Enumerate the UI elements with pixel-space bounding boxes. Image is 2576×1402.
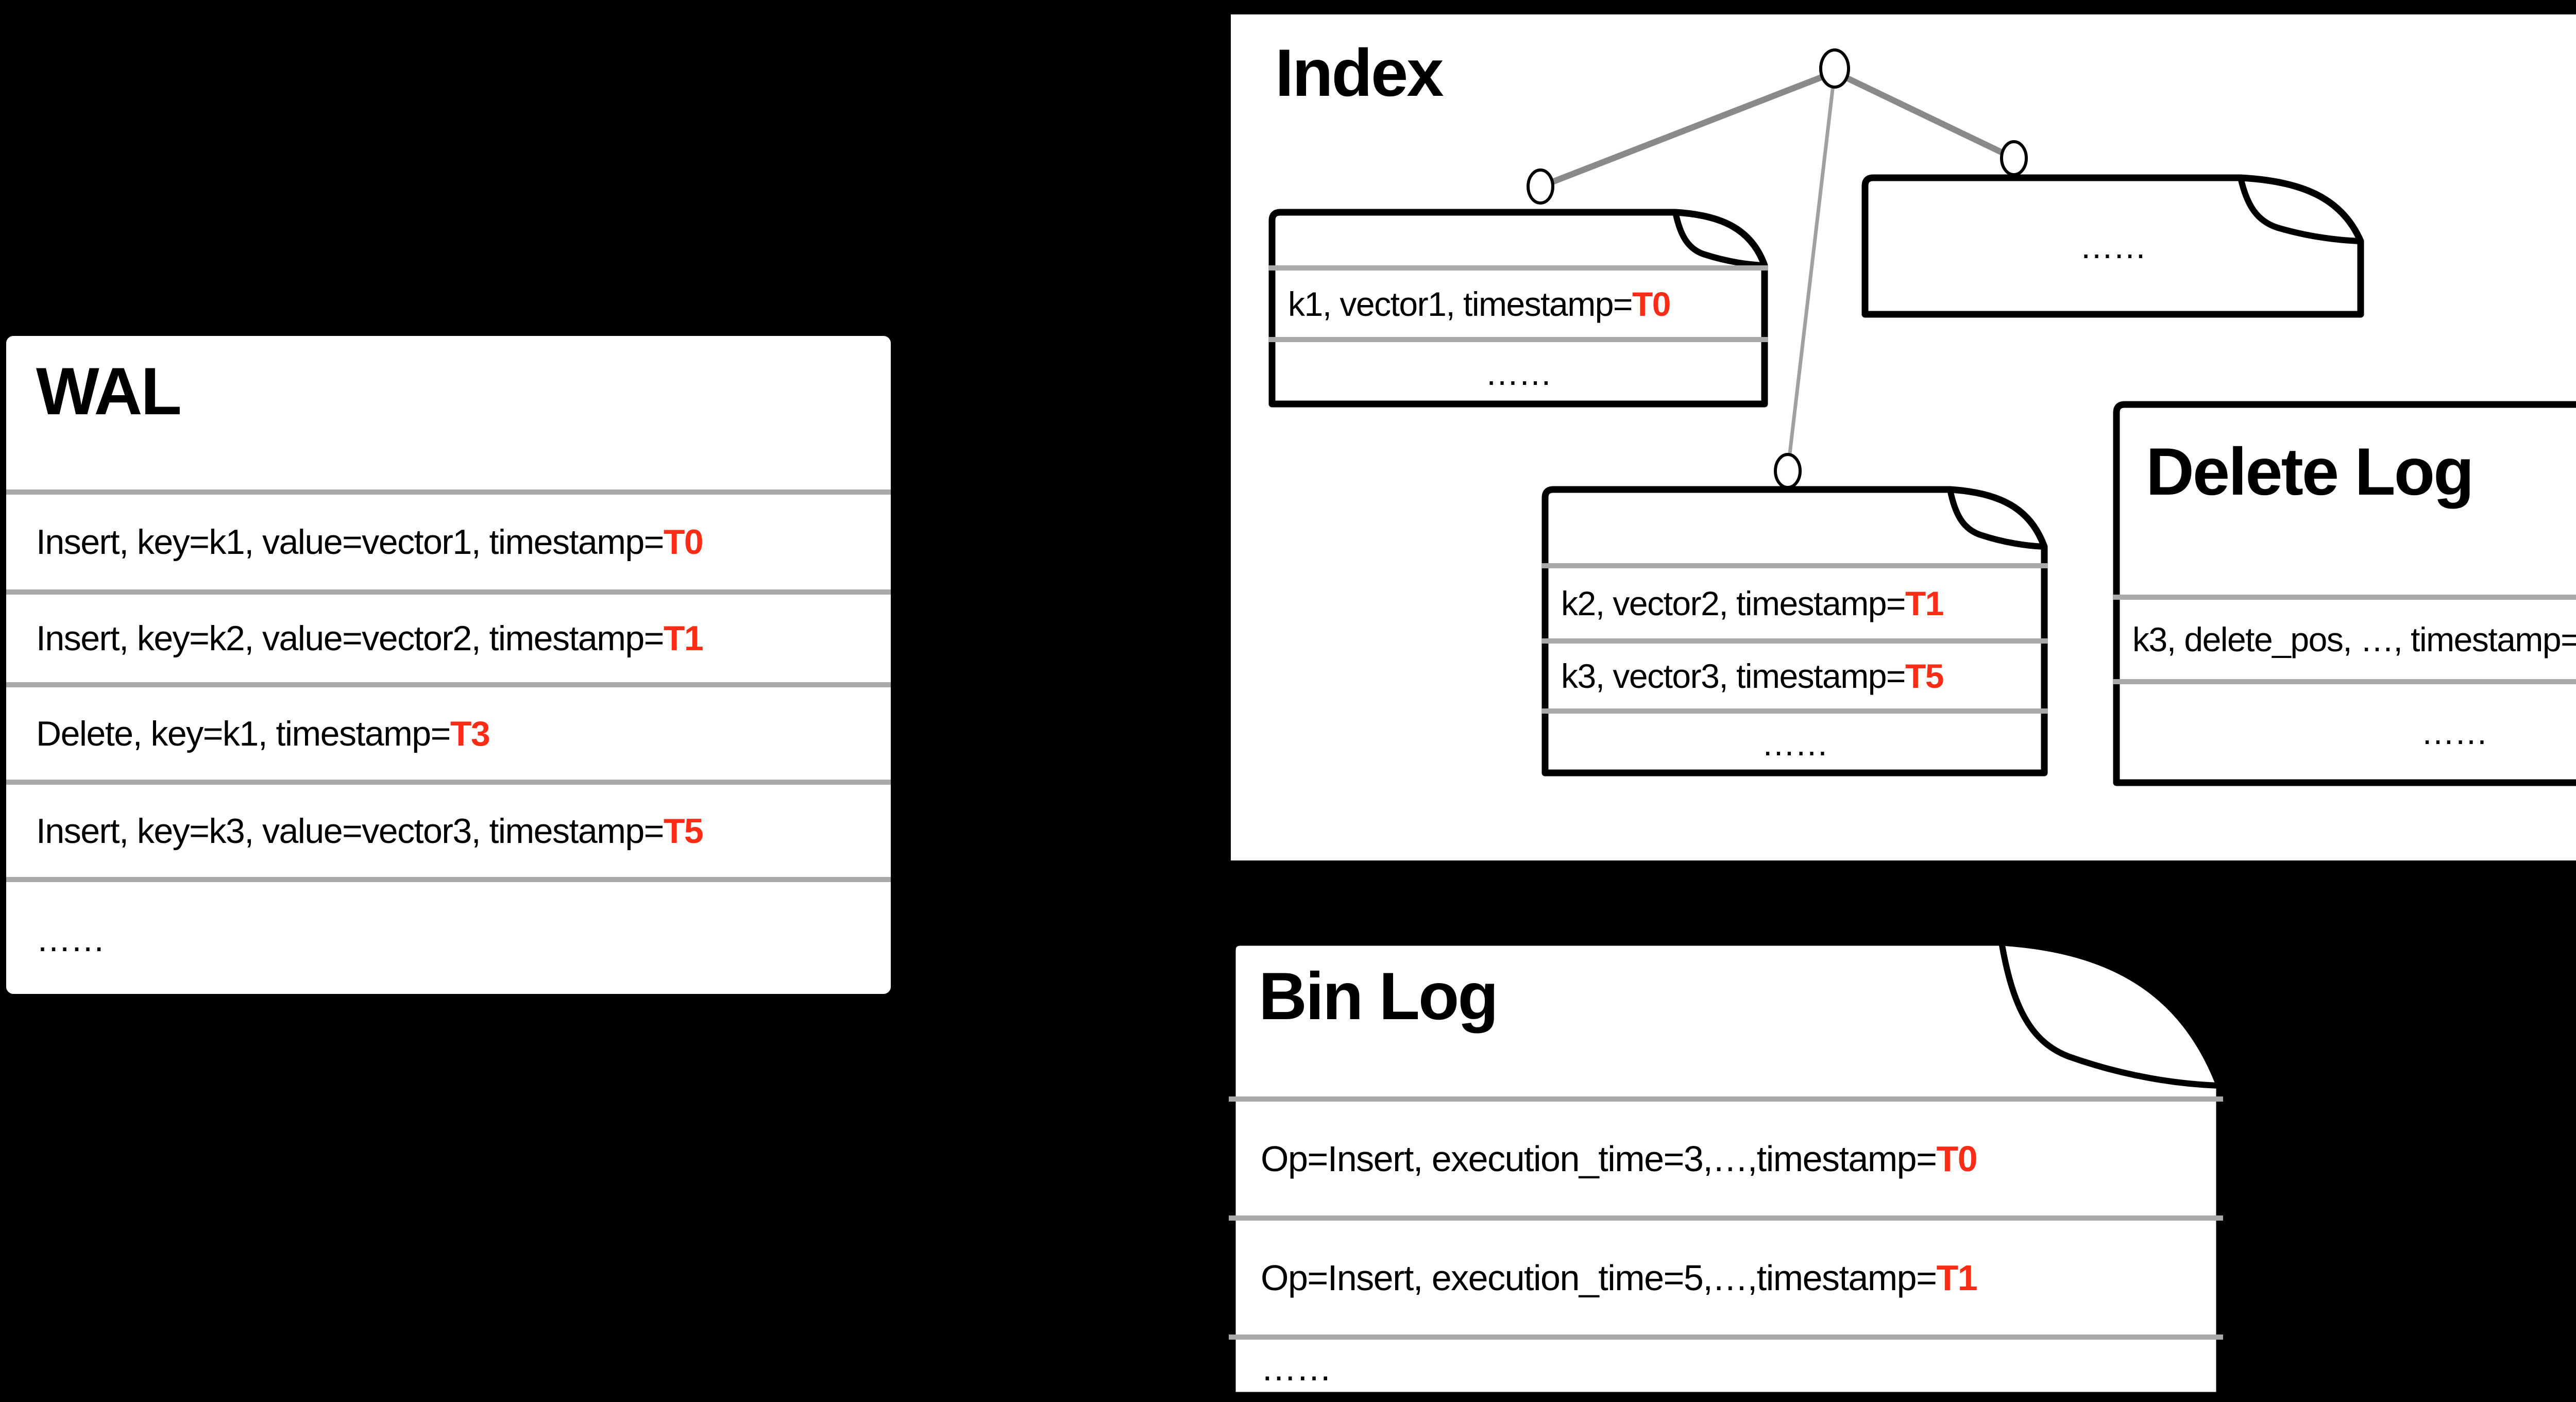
segment-row: k2, vector2, timestamp=T1 — [1541, 563, 2048, 638]
segment-ellipsis-row: …… — [1268, 337, 1768, 404]
page-outline — [1268, 209, 1768, 408]
tree-node-middle — [1774, 453, 1802, 489]
bin-log-row: Op=Insert, execution_time=5,…,timestamp=… — [1229, 1215, 2223, 1335]
page-fold-corner — [2238, 175, 2364, 244]
page-outline — [2113, 401, 2576, 786]
wal-log-row: Delete, key=k1, timestamp=T3 — [6, 682, 891, 780]
tree-edge-root-right — [1833, 69, 2015, 161]
segment-row-text: k2, vector2, timestamp= — [1561, 584, 1906, 622]
page-fold-corner — [1672, 209, 1768, 268]
index-segment-doc-3: k2, vector2, timestamp=T1 k3, vector3, t… — [1541, 486, 2048, 776]
segment-row-text: k3, vector3, timestamp= — [1561, 657, 1906, 695]
wal-ellipsis-row: …… — [6, 877, 891, 996]
timestamp-value: T5 — [663, 811, 704, 851]
timestamp-value: T0 — [663, 522, 704, 562]
delete-log-row-text: k3, delete_pos, …, timestamp= — [2132, 620, 2576, 658]
delete-log-doc: Delete Log k3, delete_pos, …, timestamp=… — [2113, 401, 2576, 786]
folded-page-shape — [2113, 401, 2576, 786]
ellipsis-text: …… — [1761, 724, 1829, 763]
delete-log-row: k3, delete_pos, …, timestamp=T3 — [2113, 595, 2576, 679]
wal-row-text: Insert, key=k3, value=vector3, timestamp… — [36, 811, 664, 851]
delete-log-title: Delete Log — [2146, 434, 2475, 509]
wal-log-row: Insert, key=k3, value=vector3, timestamp… — [6, 780, 891, 877]
index-segment-doc-2: …… — [1861, 174, 2364, 318]
segment-row: k3, vector3, timestamp=T5 — [1541, 638, 2048, 708]
wal-row-text: Insert, key=k1, value=vector1, timestamp… — [36, 522, 664, 562]
segment-row: k1, vector1, timestamp=T0 — [1268, 265, 1768, 337]
tree-node-root — [1819, 48, 1850, 89]
tree-edge-root-middle — [1786, 72, 1837, 471]
wal-title: WAL — [36, 353, 182, 429]
tree-edge-root-left — [1539, 69, 1836, 190]
bin-log-row-text: Op=Insert, execution_time=3,…,timestamp= — [1261, 1138, 1937, 1179]
timestamp-value: T1 — [1936, 1257, 1978, 1298]
wal-log-row: Insert, key=k2, value=vector2, timestamp… — [6, 589, 891, 682]
folded-page-shape — [1861, 174, 2364, 318]
page-fold-corner — [1947, 486, 2047, 550]
folded-page-shape — [1541, 486, 2048, 776]
bin-log-row-text: Op=Insert, execution_time=5,…,timestamp= — [1261, 1257, 1937, 1298]
timestamp-value: T0 — [1632, 284, 1671, 323]
timestamp-value: T3 — [450, 714, 490, 753]
folded-page-shape — [1268, 209, 1768, 408]
timestamp-value: T1 — [1905, 584, 1944, 622]
index-segment-doc-1: k1, vector1, timestamp=T0 …… — [1268, 209, 1768, 408]
folded-page-shape — [1229, 939, 2223, 1399]
ellipsis-text: …… — [2421, 713, 2488, 751]
page-fold-corner — [1998, 939, 2223, 1089]
ellipsis-text: …… — [2079, 227, 2147, 265]
segment-ellipsis-row: …… — [1861, 174, 2364, 318]
ellipsis-text: …… — [1261, 1347, 1332, 1388]
wal-log-row: Insert, key=k1, value=vector1, timestamp… — [6, 489, 891, 589]
timestamp-value: T0 — [1936, 1138, 1978, 1179]
wal-box: WAL Insert, key=k1, value=vector1, times… — [4, 334, 893, 996]
delete-log-ellipsis-row: …… — [2113, 679, 2576, 780]
tree-node-left — [1527, 168, 1554, 205]
wal-row-text: Delete, key=k1, timestamp= — [36, 714, 451, 753]
bin-log-title: Bin Log — [1259, 958, 1499, 1034]
timestamp-value: T1 — [663, 619, 704, 658]
bin-log-ellipsis-row: …… — [1229, 1335, 2223, 1396]
page-outline — [1229, 939, 2223, 1399]
wal-row-text: Insert, key=k2, value=vector2, timestamp… — [36, 619, 664, 658]
index-title: Index — [1275, 35, 1444, 110]
bin-log-row: Op=Insert, execution_time=3,…,timestamp=… — [1229, 1096, 2223, 1215]
bin-log-doc: Bin Log Op=Insert, execution_time=3,…,ti… — [1229, 939, 2223, 1399]
ellipsis-text: …… — [1485, 354, 1553, 392]
page-outline — [1861, 174, 2364, 318]
segment-ellipsis-row: …… — [1541, 708, 2048, 773]
segment-row-text: k1, vector1, timestamp= — [1288, 284, 1633, 323]
tree-node-right — [2000, 140, 2028, 176]
timestamp-value: T5 — [1905, 657, 1944, 695]
ellipsis-text: …… — [36, 919, 106, 959]
page-outline — [1541, 486, 2048, 776]
